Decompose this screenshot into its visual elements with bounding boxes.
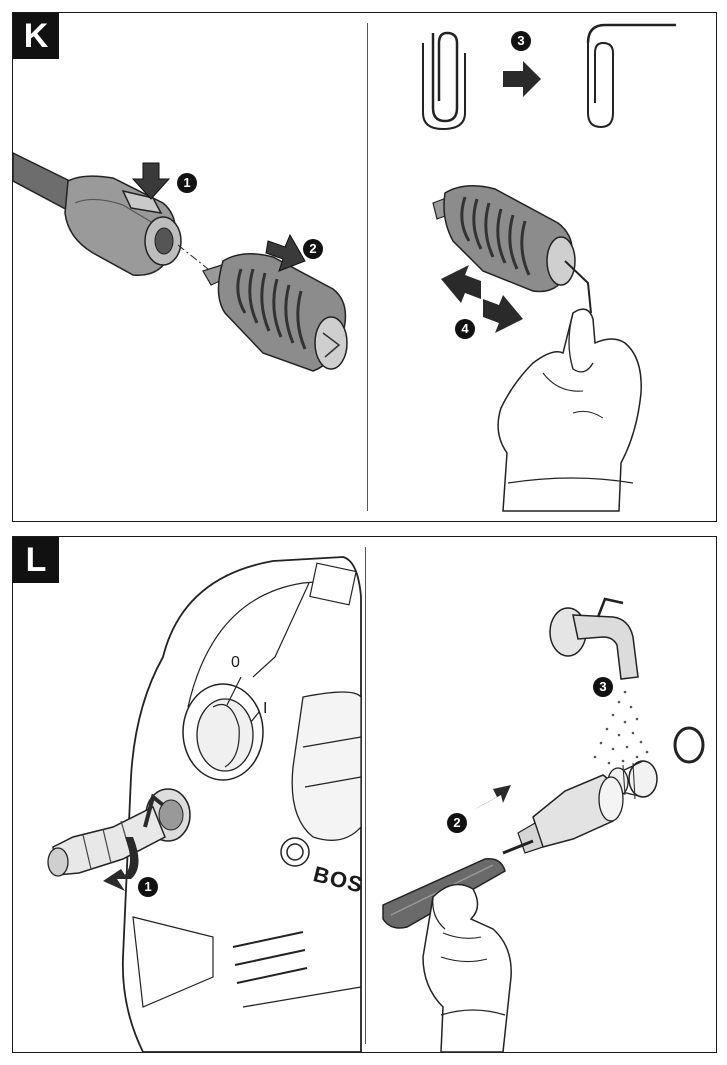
switch-on-label: I <box>263 700 268 717</box>
filter-cleaning-illustration <box>382 597 705 1053</box>
step-1-marker: 1 <box>177 173 197 193</box>
step-3-marker: 3 <box>511 31 531 51</box>
switch-off-label: 0 <box>231 654 240 671</box>
pressure-washer-illustration <box>47 556 362 1053</box>
step-3-marker: 3 <box>593 677 613 697</box>
step-2-marker: 2 <box>303 239 323 259</box>
nozzle-cleaning-illustration <box>422 23 676 512</box>
figure-panel-k: K 1 2 <box>12 12 717 522</box>
step-4-marker: 4 <box>455 319 475 339</box>
lance-nozzle-illustration <box>12 151 348 372</box>
panel-l-badge: L <box>13 537 59 583</box>
step-2-marker: 2 <box>447 813 467 833</box>
panel-l-divider <box>365 547 366 1044</box>
step-1-marker: 1 <box>138 877 158 897</box>
panel-k-badge: K <box>13 13 59 59</box>
figure-panel-l: L 0 I BOS 1 <box>12 536 717 1053</box>
panel-k-divider <box>367 23 368 511</box>
